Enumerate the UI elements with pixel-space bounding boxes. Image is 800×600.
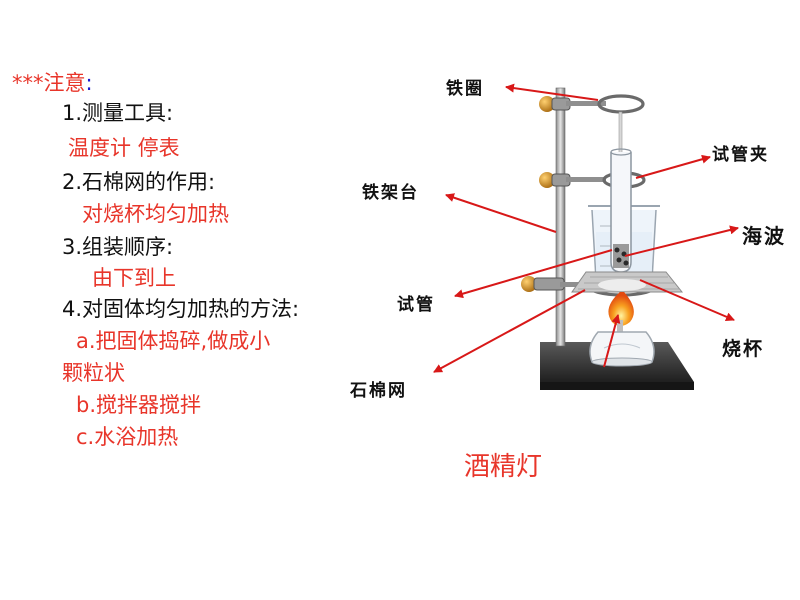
- item4-a-line2: 颗粒状: [62, 361, 125, 385]
- item3-content: 由下到上: [92, 266, 176, 290]
- leader-lines: [433, 83, 739, 373]
- arrow-beaker: [639, 279, 735, 322]
- test-tube: [610, 148, 632, 273]
- asbestos-gauze: [571, 271, 684, 293]
- label-test-tube: 试管: [397, 295, 435, 315]
- item4-a-line1: a.把固体捣碎,做成小: [76, 329, 271, 353]
- label-asbestos-gauze: 石棉网: [350, 381, 407, 401]
- arrow-alcohol-lamp: [603, 314, 621, 368]
- arrow-hypo: [624, 225, 739, 257]
- item1-content: 温度计 停表: [68, 136, 180, 160]
- label-hypo: 海波: [742, 224, 786, 248]
- notes-heading: ***注意:: [12, 70, 93, 96]
- label-beaker: 烧杯: [722, 338, 765, 360]
- item3-title: 3.组装顺序:: [62, 235, 174, 259]
- label-iron-ring: 铁圈: [446, 79, 484, 99]
- alcohol-lamp-drawing: [589, 320, 655, 367]
- item2-content: 对烧杯均匀加热: [82, 202, 229, 226]
- arrow-test-tube-clamp: [635, 154, 711, 179]
- item1-title: 1.测量工具:: [62, 101, 174, 125]
- heading-colon: :: [85, 71, 93, 95]
- label-test-tube-clamp: 试管夹: [712, 145, 769, 165]
- item4-c: c.水浴加热: [76, 425, 179, 449]
- item4-title: 4.对固体均匀加热的方法:: [62, 297, 300, 321]
- stand-rod: [555, 87, 566, 347]
- label-iron-stand: 铁架台: [362, 183, 419, 203]
- arrow-asbestos-gauze: [433, 289, 586, 373]
- item4-b: b.搅拌器搅拌: [76, 393, 202, 417]
- heading-word: 注意: [43, 71, 86, 95]
- arrow-iron-stand: [445, 193, 557, 233]
- arrow-iron-ring: [505, 83, 599, 101]
- heading-stars: ***: [12, 71, 44, 95]
- arrow-test-tube: [454, 249, 613, 299]
- item2-title: 2.石棉网的作用:: [62, 170, 216, 194]
- label-alcohol-lamp: 酒精灯: [464, 452, 543, 482]
